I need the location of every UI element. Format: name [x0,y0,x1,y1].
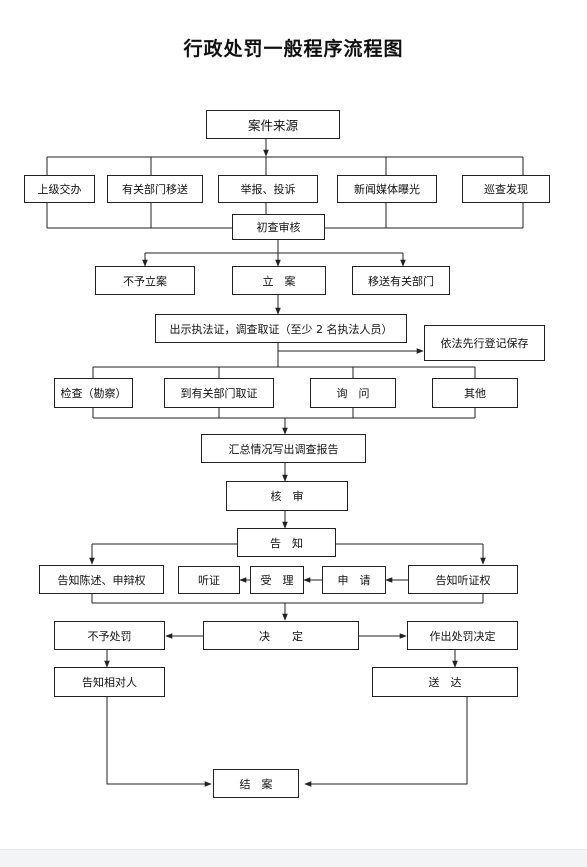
node-transfer-out: 移送有关部门 [352,266,450,295]
node-close: 结 案 [213,769,299,798]
node-collect: 到有关部门取证 [164,378,274,408]
node-decide: 决 定 [203,621,359,650]
node-patrol: 巡查发现 [462,175,550,203]
node-accept: 受 理 [250,566,304,594]
node-source: 案件来源 [206,110,340,139]
node-notify-party: 告知相对人 [54,667,165,697]
node-audit: 核 审 [226,481,348,511]
node-statement: 告知陈述、申辩权 [39,565,164,594]
node-superior: 上级交办 [24,175,95,203]
node-deliver: 送 达 [372,667,518,697]
node-hearing: 听证 [178,566,240,594]
node-transfer-in: 有关部门移送 [107,175,203,203]
bottom-strip [0,849,587,867]
node-summary: 汇总情况写出调查报告 [201,434,366,463]
node-no-penalty: 不予处罚 [54,621,165,650]
node-no-case: 不予立案 [95,266,195,295]
node-file-case: 立 案 [232,266,326,295]
node-inform: 告 知 [237,528,336,557]
node-initial-review: 初查审核 [232,214,325,240]
node-hearing-right: 告知听证权 [408,565,518,594]
node-report: 举报、投诉 [218,175,318,203]
node-make-decision: 作出处罚决定 [407,621,518,650]
node-inquiry: 询 问 [310,378,396,408]
node-preserve: 依法先行登记保存 [424,325,545,361]
node-inspect: 检查（勘察） [54,378,133,408]
node-other: 其他 [432,378,518,408]
node-media: 新闻媒体曝光 [337,175,437,203]
node-apply: 申 请 [322,566,386,594]
page-title: 行政处罚一般程序流程图 [183,38,404,60]
node-show-cert: 出示执法证，调查取证（至少 2 名执法人员） [155,314,407,343]
